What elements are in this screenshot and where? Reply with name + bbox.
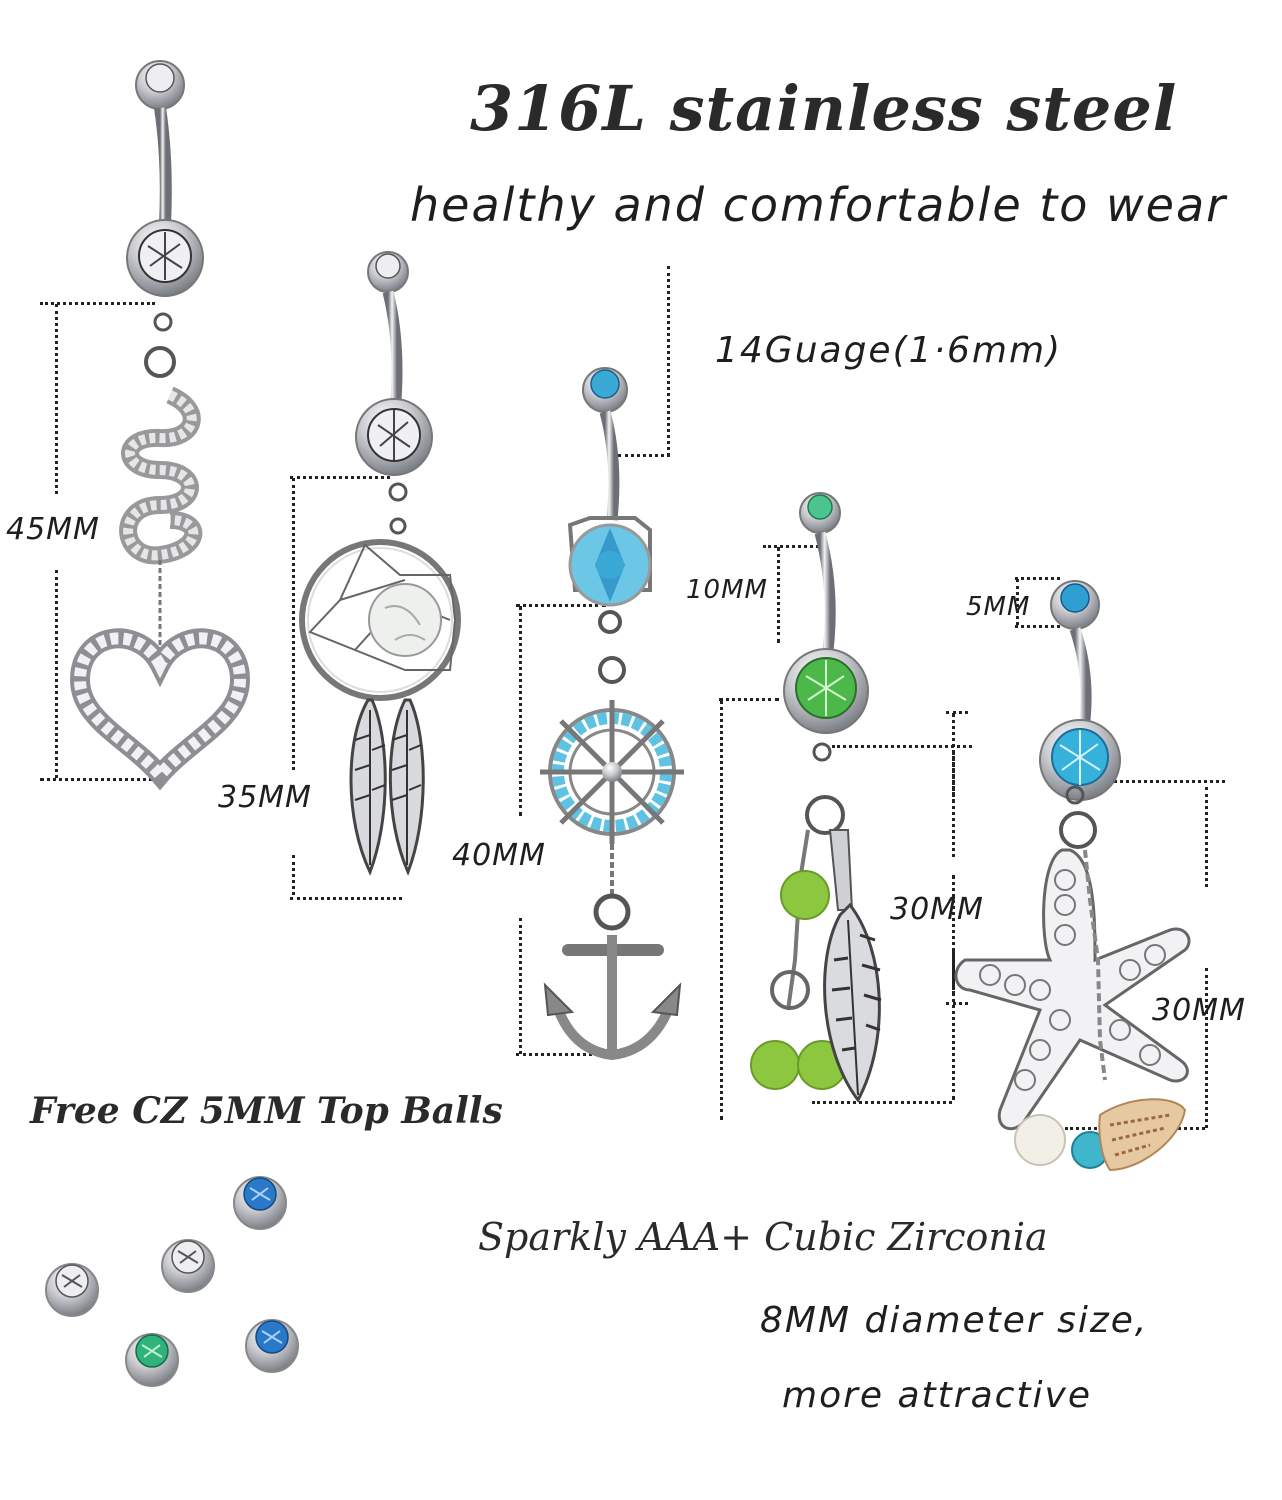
attractive-label: more attractive <box>782 1375 1093 1416</box>
dimension-heart-spiral: 45MM <box>6 512 100 547</box>
dimension-starfish: 30MM <box>1152 993 1246 1028</box>
headline-subtitle: healthy and comfortable to wear <box>410 178 1228 232</box>
top-balls-label: Free CZ 5MM Top Balls <box>30 1090 503 1132</box>
gauge-label: 14Guage(1·6mm) <box>715 330 1063 371</box>
diameter-label: 8MM diameter size, <box>760 1300 1149 1341</box>
dimension-feather-beads: 30MM <box>890 892 984 927</box>
dimension-bar-length: 10MM <box>686 575 768 605</box>
cubic-zirconia-label: Sparkly AAA+ Cubic Zirconia <box>478 1215 1048 1259</box>
dimension-dreamcatcher: 35MM <box>218 780 312 815</box>
headline-title: 316L stainless steel <box>470 72 1178 145</box>
dimension-ship-wheel-anchor: 40MM <box>452 838 546 873</box>
